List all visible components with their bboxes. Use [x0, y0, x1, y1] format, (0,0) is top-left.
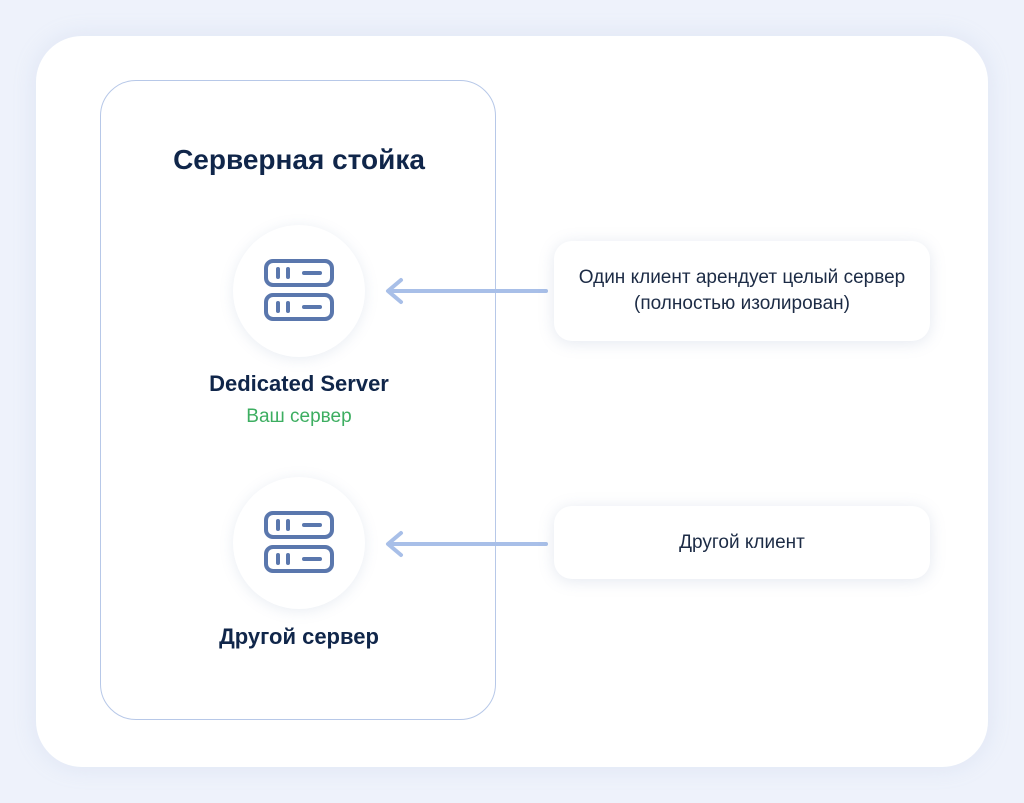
- rack-title: Серверная стойка: [173, 144, 425, 175]
- other-client-note-text: Другой клиент: [679, 531, 805, 553]
- server-rack-frame: [100, 80, 496, 720]
- dedicated-client-note-text: Один клиент арендует целый сервер (полно…: [578, 267, 906, 314]
- other-server-icon-circle: [233, 477, 365, 609]
- dedicated-client-note: Один клиент арендует целый сервер (полно…: [554, 241, 930, 341]
- other-client-note: Другой клиент: [554, 506, 930, 579]
- dedicated-server-subtitle: Ваш сервер: [246, 406, 352, 427]
- server-rack-icon: [264, 511, 334, 573]
- dedicated-server-name: Dedicated Server: [209, 371, 389, 396]
- dedicated-server-icon-circle: [233, 225, 365, 357]
- server-rack-icon: [264, 259, 334, 321]
- other-server-name: Другой сервер: [219, 624, 379, 649]
- arrow-left-icon: [386, 531, 548, 557]
- arrow-left-icon: [386, 278, 548, 304]
